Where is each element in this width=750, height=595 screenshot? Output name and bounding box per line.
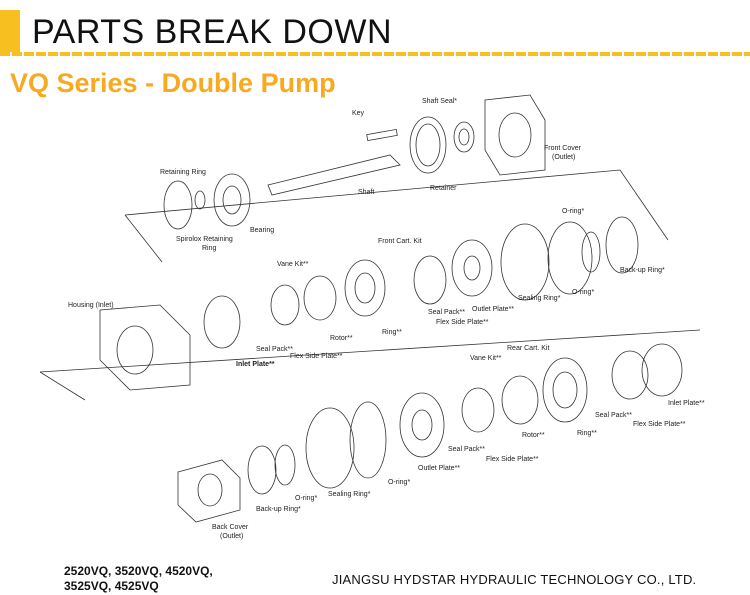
outlet-plate-rear-part bbox=[399, 392, 445, 458]
rotor-rear-part bbox=[501, 375, 539, 425]
key-part bbox=[366, 128, 398, 142]
ring-rear-part bbox=[542, 357, 588, 423]
o-ring-rear2-part bbox=[274, 444, 296, 486]
label-retaining-ring: Retaining Ring bbox=[160, 169, 206, 176]
label-o-ring-top: O-ring* bbox=[562, 208, 584, 215]
back-up-ring-rear-part bbox=[247, 445, 277, 495]
seal-pack-rear-part bbox=[611, 350, 649, 400]
label-flex-side-plate-rear: Flex Side Plate** bbox=[633, 421, 686, 428]
seal-pack-front-part bbox=[413, 255, 447, 305]
label-housing: Housing (Inlet) bbox=[68, 302, 114, 309]
label-rotor-rear: Rotor** bbox=[522, 432, 545, 439]
page-title: PARTS BREAK DOWN bbox=[32, 13, 393, 51]
o-ring-front-part bbox=[581, 231, 601, 273]
label-o-ring-rear: O-ring* bbox=[388, 479, 410, 486]
label-front-cover: Front Cover bbox=[544, 145, 582, 152]
label-front-cover-outlet: (Outlet) bbox=[552, 154, 575, 161]
label-vane-kit-rear: Vane Kit** bbox=[470, 355, 502, 362]
header-divider bbox=[0, 52, 750, 56]
label-inlet-plate-mid: Inlet Plate** bbox=[236, 361, 275, 368]
label-ring-front: Ring** bbox=[382, 329, 402, 336]
bearing-part bbox=[213, 173, 251, 227]
back-up-ring-front-part bbox=[605, 216, 639, 274]
company-name: JIANGSU HYDSTAR HYDRAULIC TECHNOLOGY CO.… bbox=[332, 572, 697, 587]
shaft-seal-part bbox=[453, 121, 475, 153]
rear-group-outline bbox=[39, 329, 701, 373]
shaft-part bbox=[267, 154, 401, 196]
sealing-ring-front-part bbox=[500, 223, 550, 301]
label-back-up-ring-front: Back-up Ring* bbox=[620, 267, 665, 274]
model-list-line-2: 3525VQ, 4525VQ bbox=[64, 579, 159, 593]
label-flex-side-plate-rear2: Flex Side Plate** bbox=[486, 456, 539, 463]
label-outlet-plate-front: Outlet Plate** bbox=[472, 306, 514, 313]
label-seal-pack-rear2: Seal Pack** bbox=[448, 446, 485, 453]
label-shaft-seal: Shaft Seal* bbox=[422, 98, 457, 105]
label-shaft: Shaft bbox=[358, 189, 374, 196]
retainer-part bbox=[409, 116, 447, 174]
seal-pack-rear2-part bbox=[461, 387, 495, 433]
inlet-plate-rear-part bbox=[641, 343, 683, 397]
label-bearing: Bearing bbox=[250, 227, 274, 234]
label-sealing-ring-front: Sealing Ring* bbox=[518, 295, 561, 302]
model-list: 2520VQ, 3520VQ, 4520VQ, 3525VQ, 4525VQ bbox=[64, 564, 294, 594]
label-retainer: Retainer bbox=[430, 185, 457, 192]
label-seal-pack-front: Seal Pack** bbox=[428, 309, 465, 316]
rotor-front-part bbox=[303, 275, 337, 321]
ring-front-part bbox=[344, 259, 386, 317]
label-o-ring-front: O-ring* bbox=[572, 289, 594, 296]
label-seal-pack-mid: Seal Pack** bbox=[256, 346, 293, 353]
retaining-ring-part bbox=[194, 190, 206, 210]
vane-kit-front-part bbox=[270, 284, 300, 326]
front-group-outline bbox=[124, 169, 669, 241]
label-outlet-plate-rear: Outlet Plate** bbox=[418, 465, 460, 472]
label-ring-rear: Ring** bbox=[577, 430, 597, 437]
label-seal-pack-rear: Seal Pack** bbox=[595, 412, 632, 419]
front-cover-part bbox=[484, 94, 546, 176]
label-vane-kit-front: Vane Kit** bbox=[277, 261, 309, 268]
label-flex-side-plate-mid: Flex Side Plate** bbox=[290, 353, 343, 360]
label-back-cover: Back Cover bbox=[212, 524, 249, 531]
housing-part bbox=[99, 304, 191, 391]
label-o-ring-rear2: O-ring* bbox=[295, 495, 317, 502]
label-key: Key bbox=[352, 110, 365, 117]
label-rear-cart-kit: Rear Cart. Kit bbox=[507, 345, 549, 352]
sealing-ring-rear-part bbox=[305, 407, 355, 489]
label-back-cover-outlet: (Outlet) bbox=[220, 533, 243, 540]
section-subtitle: VQ Series - Double Pump bbox=[10, 68, 336, 98]
label-spirolox-2: Ring bbox=[202, 245, 217, 252]
model-list-line-1: 2520VQ, 3520VQ, 4520VQ, bbox=[64, 564, 213, 578]
label-rotor-front: Rotor** bbox=[330, 335, 353, 342]
back-cover-part bbox=[177, 459, 241, 523]
o-ring-top-part bbox=[547, 221, 593, 295]
header-accent-bar bbox=[0, 10, 20, 52]
label-spirolox-1: Spirolox Retaining bbox=[176, 236, 233, 243]
label-flex-side-plate-front: Flex Side Plate** bbox=[436, 319, 489, 326]
label-back-up-ring-rear: Back-up Ring* bbox=[256, 506, 301, 513]
outlet-plate-front-part bbox=[451, 239, 493, 297]
spirolox-ring-part bbox=[163, 180, 193, 230]
seal-pack-mid-part bbox=[203, 295, 241, 349]
label-sealing-ring-rear: Sealing Ring* bbox=[328, 491, 371, 498]
label-inlet-plate-rear: Inlet Plate** bbox=[668, 400, 705, 407]
label-front-cart-kit: Front Cart. Kit bbox=[378, 238, 422, 245]
o-ring-rear-part bbox=[349, 401, 387, 479]
